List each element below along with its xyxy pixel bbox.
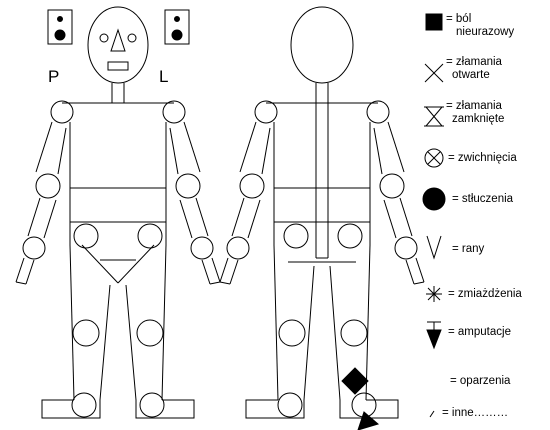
legend-label-wound: = rany [452,243,484,256]
legend-label-burn: = oparzenia [450,375,510,388]
front-joint [191,237,213,259]
front-left-eye [100,34,108,42]
front-joint [23,237,45,259]
x-cross-icon [425,64,443,82]
diamond-mark [342,368,368,394]
front-joint [137,320,163,346]
back-joint [341,320,367,346]
back-figure [220,7,424,430]
legend-label-closed-fracture: = złamania zamknięte [446,100,504,126]
half-disc-mark [358,412,378,430]
legend-label-other: = inne……… [442,407,508,420]
front-mouth [108,62,128,70]
back-joint [380,174,404,198]
legend-label-open-fracture: = złamania otwarte [446,56,502,82]
back-joint [367,101,389,123]
amputation-arrow-icon [427,322,441,348]
legend-label-bruise: = stłuczenia [452,193,513,206]
back-head [291,7,353,83]
v-shape-icon [427,236,441,258]
back-joint [227,237,249,259]
front-joint [36,174,60,198]
side-label-right: L [159,67,168,87]
hourglass-icon [424,107,444,126]
front-joint [73,320,99,346]
back-joint [279,320,305,346]
side-box-right [165,10,189,44]
back-joint [284,224,308,248]
back-joint [338,224,362,248]
front-figure [16,7,220,418]
front-nose [111,30,125,51]
front-joint [163,101,185,123]
front-joint [140,393,164,417]
asterisk-icon [426,286,442,302]
circled-x-icon [425,149,443,167]
filled-square-icon [426,14,442,30]
front-joint [72,393,96,417]
front-joint [74,224,98,248]
legend-label-amputation: = amputacje [448,326,511,339]
filled-circle-icon [423,188,445,210]
back-joint [395,237,417,259]
back-joint [240,174,264,198]
front-head [88,7,148,83]
back-joint [255,101,277,123]
back-joint [278,393,302,417]
front-joint [176,174,200,198]
legend-icons [423,14,445,417]
front-right-eye [128,34,136,42]
side-box-left [48,10,72,44]
legend-label-pain: = ból nieurazowy [446,13,514,39]
slash-icon [430,411,434,417]
front-joint [138,224,162,248]
legend-label-dislocation: = zwichnięcia [448,152,517,165]
legend-label-crush: = zmiażdżenia [448,288,522,301]
side-label-left: P [48,67,59,87]
front-joint [51,101,73,123]
